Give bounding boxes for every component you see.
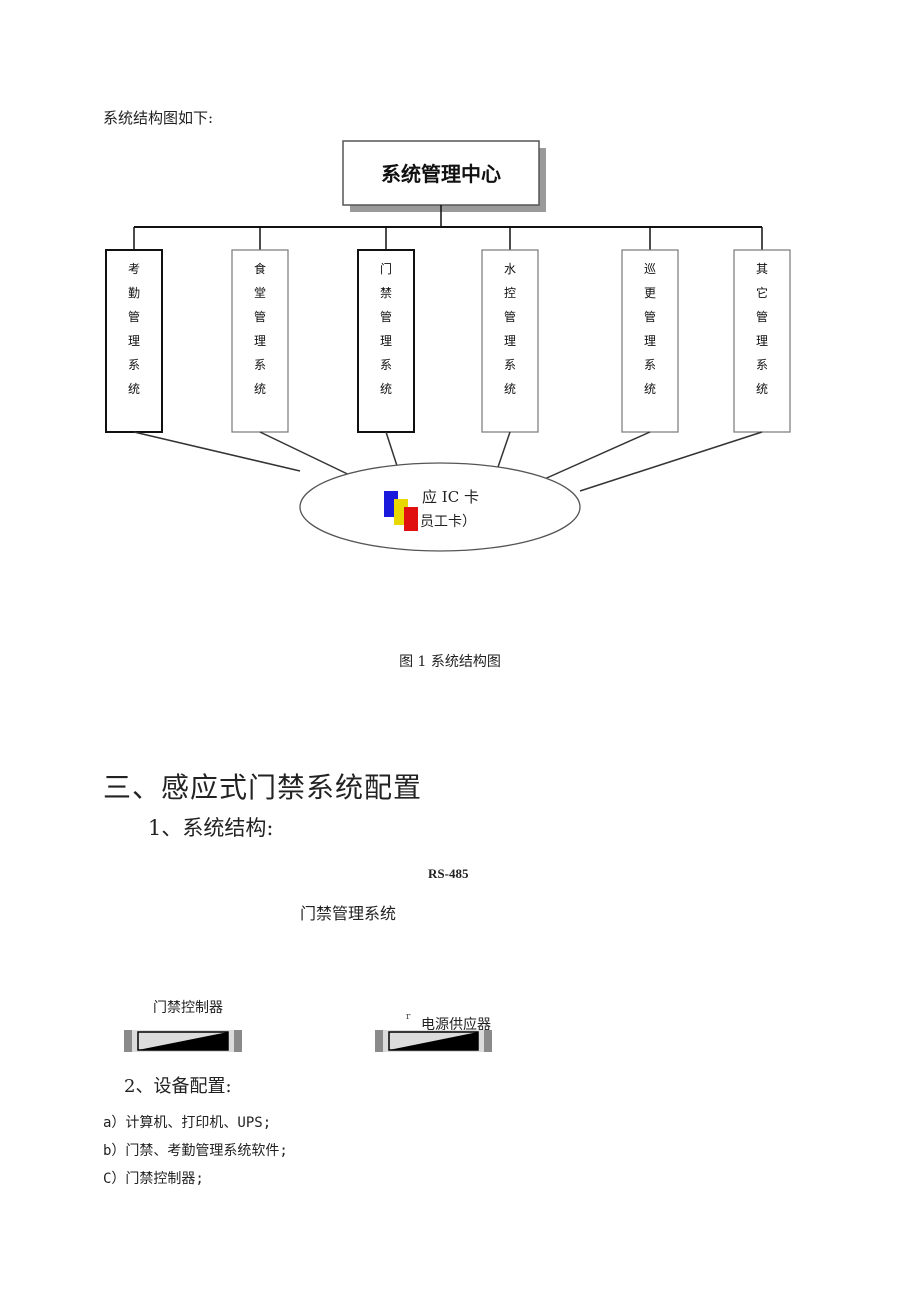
- subsystem-box: [357, 249, 415, 433]
- card-ellipse: [299, 462, 581, 552]
- figure-caption: 图 1 系统结构图: [399, 654, 501, 670]
- card-link: [497, 431, 511, 468]
- power-mark: r: [406, 1012, 411, 1022]
- subsystem-label: 门禁管理系统: [380, 261, 392, 396]
- equipment-item-a: a）计算机、打印机、UPS;: [103, 1115, 272, 1131]
- card-red: [404, 507, 418, 531]
- subsystem-box: [231, 249, 289, 433]
- subsystem-boxes: 考勤管理系统 食堂管理系统 门禁管理系统 水控管理系统 巡更管理系统 其它管理系统: [105, 249, 791, 433]
- subsystem-box: [733, 249, 791, 433]
- card-label-line1: 应 IC 卡: [422, 488, 479, 506]
- mgmt-system-label: 门禁管理系统: [300, 904, 397, 923]
- equipment-item-b: b）门禁、考勤管理系统软件;: [103, 1143, 288, 1159]
- subsystem-label: 巡更管理系统: [644, 262, 656, 396]
- system-structure-diagram: 系统管理中心 考勤管理系统 食堂管理系统 门禁管理系统 水控管理系统 巡更管理系统 其它管…: [105, 140, 791, 552]
- section-heading: 三、感应式门禁系统配置: [103, 771, 423, 804]
- subsystem-box: [481, 249, 539, 433]
- center-box: [342, 140, 540, 206]
- subsection-heading-equipment: 2、设备配置:: [124, 1076, 232, 1097]
- card-link: [133, 431, 301, 472]
- subsystem-box: [105, 249, 163, 433]
- card-link: [259, 431, 361, 481]
- subsystem-label: 其它管理系统: [756, 262, 768, 396]
- controller-label: 门禁控制器: [153, 1000, 223, 1016]
- rs485-label: RS-485: [428, 866, 469, 881]
- controller-device-image: [124, 1030, 242, 1052]
- subsystem-label: 食堂管理系统: [254, 261, 266, 396]
- power-supply-device-image: [375, 1030, 492, 1052]
- card-link: [539, 431, 651, 482]
- subsystem-label: 考勤管理系统: [128, 262, 140, 396]
- card-label-line2: 员工卡）: [420, 514, 476, 530]
- center-title: 系统管理中心: [381, 162, 501, 186]
- card-links: [133, 431, 763, 492]
- connector-drops: [133, 227, 763, 250]
- card-link: [579, 431, 763, 492]
- power-supply-label: 电源供应器: [421, 1017, 491, 1033]
- equipment-item-c: C）门禁控制器;: [103, 1171, 204, 1187]
- subsection-heading-structure: 1、系统结构:: [148, 816, 274, 840]
- subsystem-label: 水控管理系统: [504, 262, 516, 396]
- intro-text: 系统结构图如下:: [103, 109, 214, 127]
